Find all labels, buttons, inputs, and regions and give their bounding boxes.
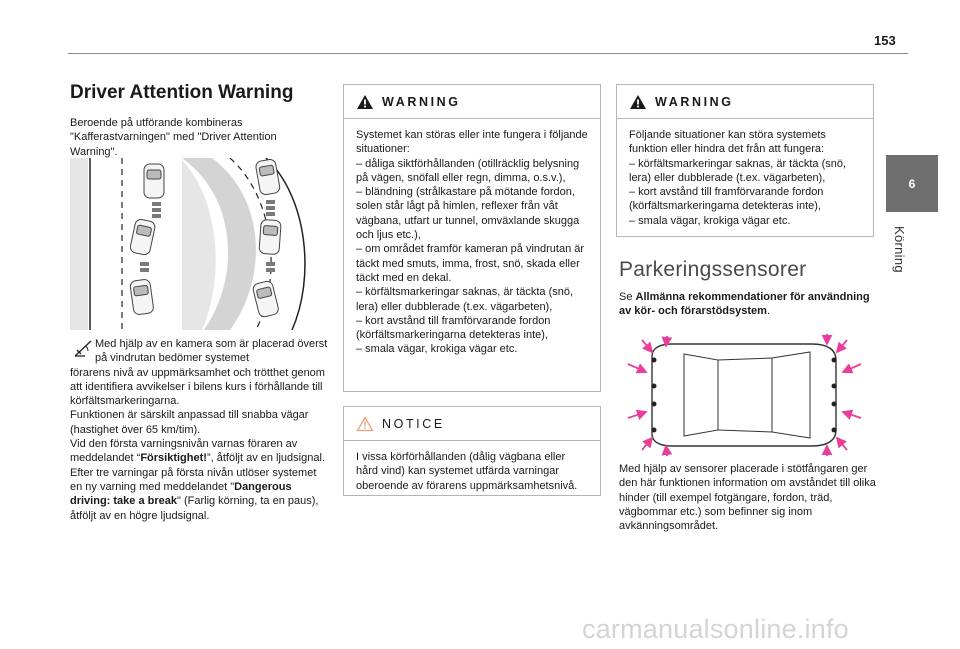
second-level-post: " (Farlig körning, ta en paus), åtföljt … <box>70 495 319 522</box>
warning-triangle-icon <box>630 94 646 109</box>
notice-triangle-icon <box>356 415 374 431</box>
notice-text: I vissa körförhållanden (dålig vägbana e… <box>356 451 578 492</box>
camera-sensor-icon <box>74 340 92 357</box>
warning-box-camera: WARNING Systemet kan störas eller inte f… <box>343 84 601 392</box>
notice-box: NOTICE I vissa körförhållanden (dålig vä… <box>343 406 601 496</box>
warning-line: – körfältsmarkeringar saknas, är täckta … <box>356 286 574 313</box>
warning-line: Följande situationer kan störa systemets… <box>629 129 826 156</box>
car-right-2 <box>258 219 282 255</box>
parking-ref-pre: Se <box>619 291 636 303</box>
warning-body: Systemet kan störas eller inte fungera i… <box>344 119 600 357</box>
warning-line: – smala vägar, krokiga vägar etc. <box>629 214 791 227</box>
car-right-1 <box>255 158 281 196</box>
chapter-tab[interactable]: 6 <box>886 155 938 212</box>
parking-ref-post: . <box>766 305 770 318</box>
warning-header: WARNING <box>617 85 873 119</box>
chapter-label: Körning <box>892 226 932 296</box>
warning-line: – kort avstånd till framförvarande fordo… <box>356 314 551 342</box>
second-level-pre: Efter tre varningar på första nivån utlö… <box>70 466 317 493</box>
first-level-post: ”, åtföljt av en ljudsignal. <box>206 452 325 465</box>
warning-line: – smala vägar, krokiga vägar etc. <box>356 343 518 356</box>
section-title: Driver Attention Warning <box>70 82 294 103</box>
warning-header: WARNING <box>344 85 600 119</box>
warning-line: – körfältsmarkeringar saknas, är täckta … <box>629 157 847 184</box>
notice-body: I vissa körförhållanden (dålig vägbana e… <box>344 441 600 493</box>
warning-label: WARNING <box>382 94 461 109</box>
camera-text-rest: förarens nivå av uppmärksamhet och trött… <box>70 366 325 408</box>
warning-line: Systemet kan störas eller inte fungera i… <box>356 129 588 156</box>
warning-label: WARNING <box>655 94 734 109</box>
camera-text-first: Med hjälp av en kamera som är placerad ö… <box>95 338 328 365</box>
parking-description: Med hjälp av sensorer placerade i stötfå… <box>619 463 876 533</box>
parking-sensor-drawing <box>627 334 862 457</box>
top-rule <box>68 53 908 54</box>
warning-line: – dåliga siktförhållanden (otillräcklig … <box>356 157 580 184</box>
parking-ref-link[interactable]: Allmänna rekommendationer för användning… <box>619 291 870 318</box>
warning-box-lanes: WARNING Följande situationer kan störa s… <box>616 84 874 237</box>
car-right-3 <box>252 280 279 318</box>
camera-description: Med hjälp av en kamera som är placerad ö… <box>70 337 328 523</box>
first-level-pre: Vid den första varningsnivån varnas föra… <box>70 438 298 465</box>
warning-body: Följande situationer kan störa systemets… <box>617 119 873 228</box>
first-level-text: Vid den första varningsnivån varnas föra… <box>70 437 328 466</box>
lane-drift-drawing <box>70 158 323 330</box>
speed-text: Funktionen är särskilt anpassad till sna… <box>70 409 309 436</box>
lane-drift-illustration <box>70 158 323 330</box>
car-left-1 <box>143 163 165 199</box>
notice-header: NOTICE <box>344 407 600 441</box>
car-left-2 <box>129 218 156 256</box>
parking-title: Parkeringssensorer <box>619 258 807 281</box>
driver-attention-section: Driver Attention Warning Beroende på utf… <box>70 80 326 159</box>
warning-line: – kort avstånd till framförvarande fordo… <box>629 186 824 213</box>
warning-line: – bländning (strålkastare på mötande for… <box>356 186 580 242</box>
first-level-message: Försiktighet! <box>140 452 207 465</box>
warning-line: – om området framför kameran på vindruta… <box>356 243 585 284</box>
parking-sensor-illustration <box>622 334 867 457</box>
second-level-message: Dangerous driving: take a break <box>70 480 292 508</box>
warning-triangle-icon <box>357 94 373 109</box>
parking-reference: Se Allmänna rekommendationer för användn… <box>619 290 875 319</box>
notice-label: NOTICE <box>382 416 445 431</box>
chapter-title: Körning <box>892 226 907 273</box>
car-left-3 <box>129 279 154 315</box>
second-level-text: Efter tre varningar på första nivån utlö… <box>70 466 328 523</box>
intro-text: Beroende på utförande kombineras "Kaffer… <box>70 117 277 158</box>
page-number: 153 <box>874 33 896 48</box>
watermark: carmanualsonline.info <box>582 614 849 644</box>
